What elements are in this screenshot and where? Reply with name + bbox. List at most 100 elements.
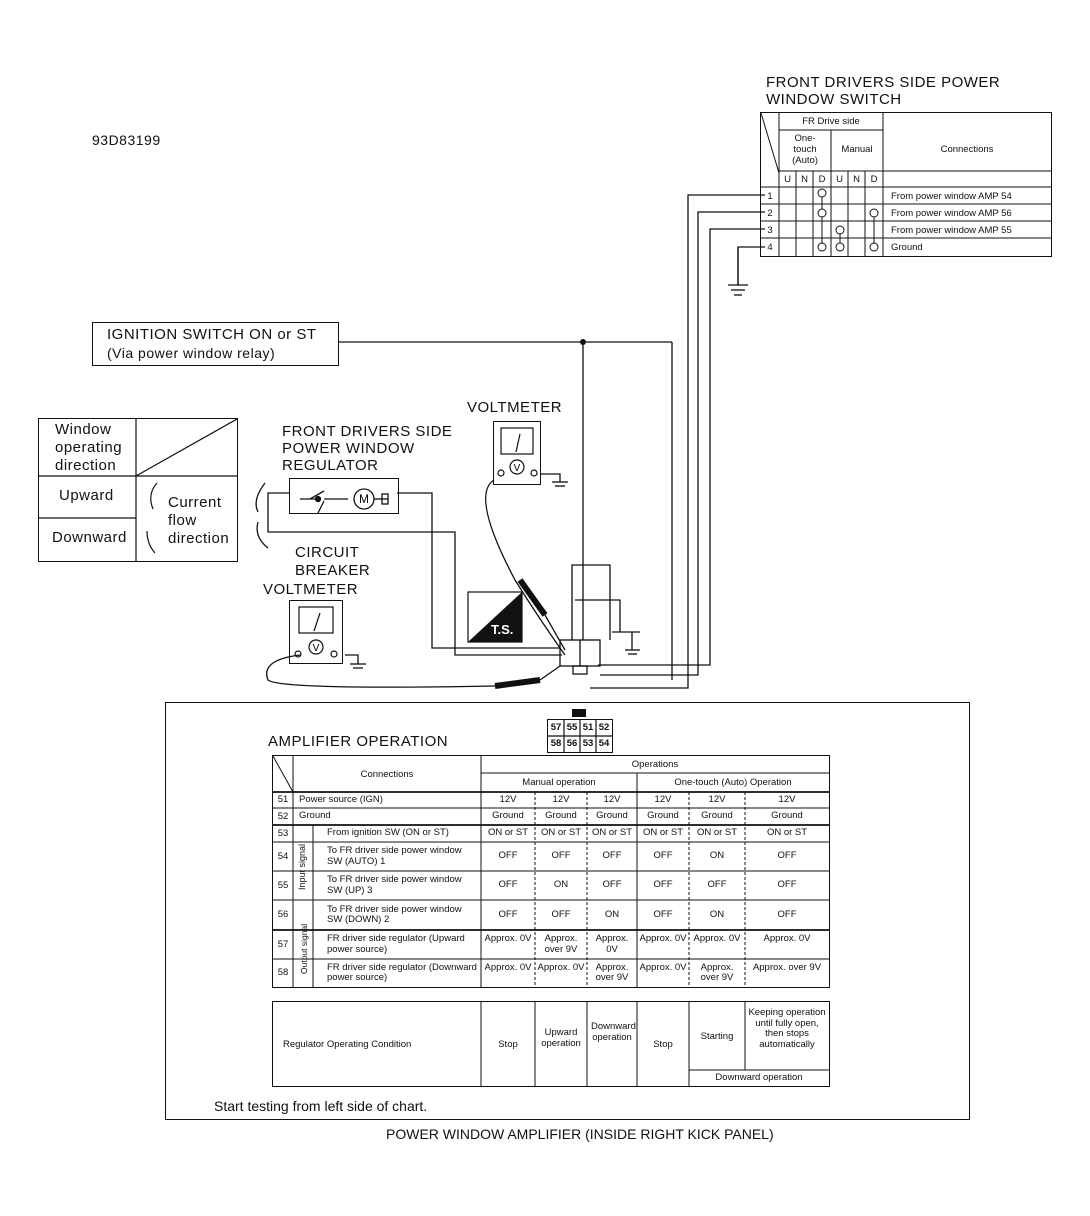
amp-row-label: FR driver side regulator (Upward power s… [327,933,465,955]
condition-table: Regulator Operating Condition Stop Upwar… [272,1001,830,1087]
connector-tab [572,709,586,717]
direction-downward: Downward [52,529,127,546]
regulator-box: M [289,478,399,514]
switch-row-3-no: 3 [767,225,773,236]
pin-58: 58 [550,738,562,749]
amp-row-label: Power source (IGN) [299,793,383,805]
test-note: Start testing from left side of chart. [214,1098,428,1114]
amp-connections-header: Connections [360,769,414,780]
amp-row-no: 55 [277,879,289,891]
amp-cell: OFF [653,850,673,862]
amp-cell: 12V [778,793,796,805]
amp-cell: OFF [551,850,571,862]
onetouch-header-3: (Auto) [792,155,818,166]
voltmeter-top: V [493,421,541,485]
amp-row-label: To FR driver side power window SW (DOWN)… [327,903,462,925]
direction-header-3: direction [55,457,117,474]
col-u2: U [836,174,843,185]
regulator-label-3: REGULATOR [282,457,379,474]
amp-operations-header: Operations [631,759,679,770]
amplifier-caption: POWER WINDOW AMPLIFIER (INSIDE RIGHT KIC… [386,1126,774,1142]
amp-table: Connections Operations Manual operation … [272,755,830,988]
voltmeter-bottom: V [289,600,343,664]
circuit-breaker-2: BREAKER [295,562,371,579]
amp-cell: ON or ST [487,827,529,839]
current-line-1: Current [168,494,222,511]
amp-cell: OFF [551,908,571,920]
condition-downward-operation: Downward operation [715,1072,803,1083]
amp-cell: Approx. 0V [537,961,585,973]
pin-54: 54 [598,738,610,749]
svg-text:M: M [359,492,369,506]
amp-row-no: 57 [277,938,289,950]
ignition-line-2: (Via power window relay) [107,345,276,361]
amp-cell: 12V [603,793,621,805]
direction-table: Window operating direction Upward Downwa… [38,418,238,562]
col-n2: N [853,174,860,185]
amp-cell: Ground [545,810,577,822]
regulator-label-1: FRONT DRIVERS SIDE [282,423,453,440]
amp-cell: OFF [653,908,673,920]
diagram-code: 93D83199 [92,132,161,148]
pin-52: 52 [598,722,610,733]
amp-cell: Approx. 0V [595,933,629,955]
amp-cell: Approx. over 9V [544,933,578,955]
switch-row-1-conn: From power window AMP 54 [891,191,1012,202]
condition-stop-1: Stop [498,1039,518,1050]
switch-row-3-conn: From power window AMP 55 [891,225,1012,236]
amp-cell: Approx. 0V [763,933,811,944]
amp-cell: Approx. 0V [639,933,687,944]
amp-row-label: To FR driver side power window SW (AUTO)… [327,845,462,867]
svg-text:V: V [514,463,521,474]
amp-cell: ON [553,879,569,891]
amp-cell: Ground [771,810,803,822]
col-u1: U [784,174,791,185]
amp-cell: Ground [701,810,733,822]
amp-cell: OFF [602,850,622,862]
direction-header-2: operating [55,439,123,456]
amp-cell: Approx. over 9V [595,961,629,983]
switch-row-2-conn: From power window AMP 56 [891,208,1012,219]
amp-cell: 12V [654,793,672,805]
switch-title-line-2: WINDOW SWITCH [766,91,902,108]
regulator-label-2: POWER WINDOW [282,440,415,457]
condition-upward: Upward operation [541,1027,581,1049]
regulator-condition-label: Regulator Operating Condition [283,1039,412,1050]
onetouch-header-1: One- [794,133,816,144]
switch-row-4-no: 4 [767,242,773,253]
amp-cell: Ground [647,810,679,822]
amp-cell: 12V [708,793,726,805]
amplifier-box [165,702,970,1120]
amp-cell: Approx. over 9V [700,961,734,983]
condition-downward: Downward operation [591,1021,636,1043]
ignition-switch-box: IGNITION SWITCH ON or ST (Via power wind… [92,322,339,366]
switch-row-4-conn: Ground [891,242,923,253]
amp-cell: ON or ST [766,827,808,839]
switch-connections-header: Connections [940,144,994,155]
amp-row-label: Ground [299,810,331,822]
direction-header-1: Window [55,421,112,438]
amp-cell: OFF [602,879,622,891]
output-signal-label: Output signal [299,923,309,974]
amp-cell: Approx. 0V [484,933,532,944]
condition-stop-2: Stop [653,1039,673,1050]
switch-title-line-1: FRONT DRIVERS SIDE POWER [766,74,1001,91]
pin-51: 51 [582,722,594,733]
onetouch-header-2: touch [793,144,817,155]
current-line-3: direction [168,530,230,547]
col-d2: D [870,174,878,185]
amp-row-no: 56 [277,909,289,920]
pin-56: 56 [566,738,578,749]
manual-header: Manual [841,144,873,155]
condition-keeping: Keeping operation until fully open, then… [748,1007,826,1050]
amp-cell: ON [604,908,620,920]
voltmeter-top-label: VOLTMETER [467,399,563,416]
amp-row-no: 54 [277,850,289,862]
amp-row-no: 51 [277,794,289,805]
pin-53: 53 [582,738,594,749]
ts-label: T.S. [491,622,514,637]
amp-cell: Ground [492,810,524,822]
circuit-breaker-1: CIRCUIT [295,544,360,561]
current-line-2: flow [168,512,197,529]
